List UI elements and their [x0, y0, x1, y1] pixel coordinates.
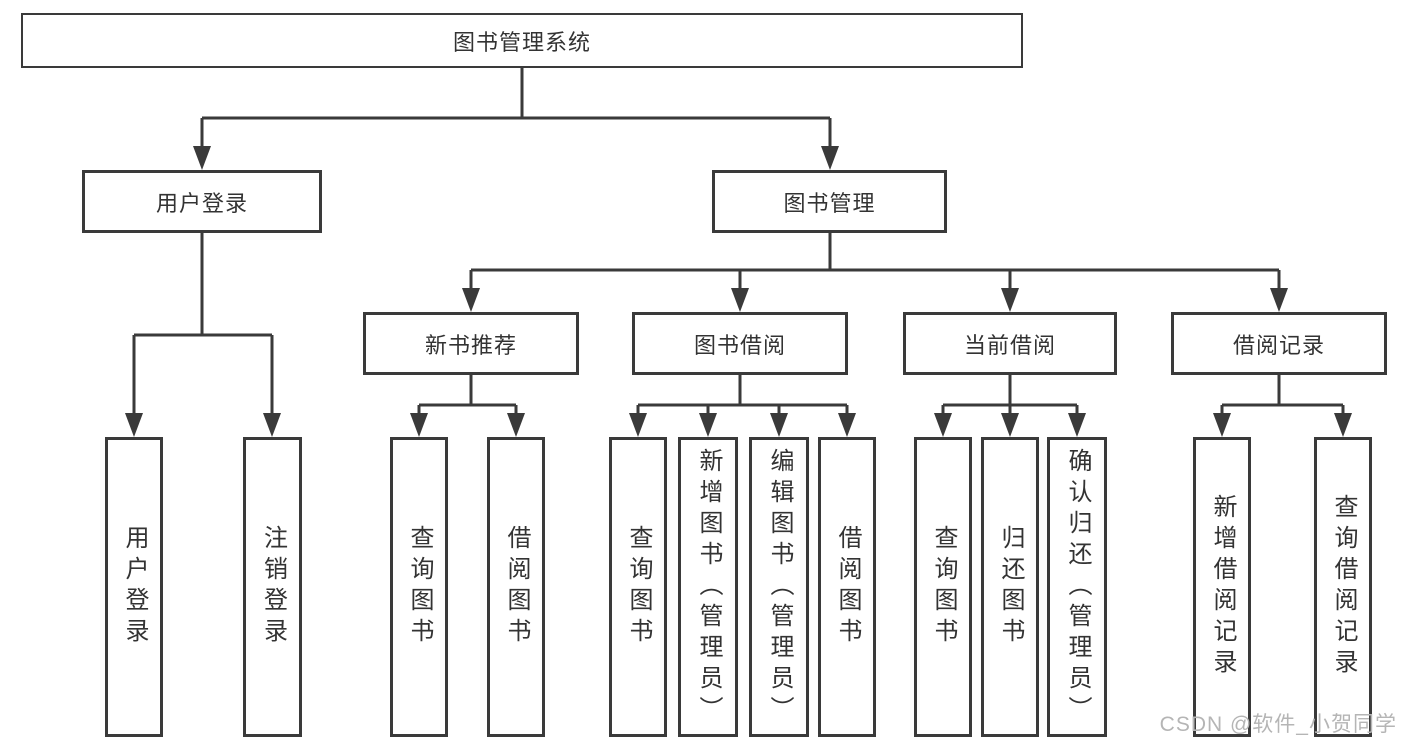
leaf-label: 编辑图书（管理员） [766, 447, 793, 727]
leaf-add-borrow-record: 新增借阅记录 [1193, 437, 1251, 737]
node-current-borrowing: 当前借阅 [903, 312, 1117, 375]
leaf-borrow-books-2: 借阅图书 [818, 437, 876, 737]
node-book-borrowing: 图书借阅 [632, 312, 848, 375]
leaf-query-books-1: 查询图书 [390, 437, 448, 737]
leaf-label: 用户登录 [121, 525, 148, 649]
leaf-add-book-admin: 新增图书（管理员） [678, 437, 738, 737]
leaf-logout: 注销登录 [243, 437, 302, 737]
leaf-label: 查询图书 [625, 525, 652, 649]
arrowheads [125, 146, 1352, 437]
leaf-query-borrow-record: 查询借阅记录 [1314, 437, 1372, 737]
leaf-user-login: 用户登录 [105, 437, 163, 737]
node-borrowing-records: 借阅记录 [1171, 312, 1387, 375]
leaf-label: 查询借阅记录 [1330, 494, 1357, 680]
leaf-edit-book-admin: 编辑图书（管理员） [749, 437, 809, 737]
leaf-label: 归还图书 [997, 525, 1024, 649]
csdn-watermark: CSDN @软件_小贺同学 [1159, 713, 1397, 736]
leaf-label: 查询图书 [930, 525, 957, 649]
leaf-label: 查询图书 [406, 525, 433, 649]
leaf-label: 新增图书（管理员） [695, 447, 722, 727]
leaf-label: 确认归还（管理员） [1064, 447, 1091, 727]
node-book-management: 图书管理 [712, 170, 947, 233]
leaf-label: 借阅图书 [503, 525, 530, 649]
leaf-label: 新增借阅记录 [1209, 494, 1236, 680]
node-user-login: 用户登录 [82, 170, 322, 233]
leaf-query-books-3: 查询图书 [914, 437, 972, 737]
leaf-label: 借阅图书 [834, 525, 861, 649]
leaf-return-books: 归还图书 [981, 437, 1039, 737]
node-library-management-system: 图书管理系统 [21, 13, 1023, 68]
leaf-borrow-books-1: 借阅图书 [487, 437, 545, 737]
leaf-query-books-2: 查询图书 [609, 437, 667, 737]
node-new-book-recommendation: 新书推荐 [363, 312, 579, 375]
leaf-confirm-return-admin: 确认归还（管理员） [1047, 437, 1107, 737]
leaf-label: 注销登录 [259, 525, 287, 649]
